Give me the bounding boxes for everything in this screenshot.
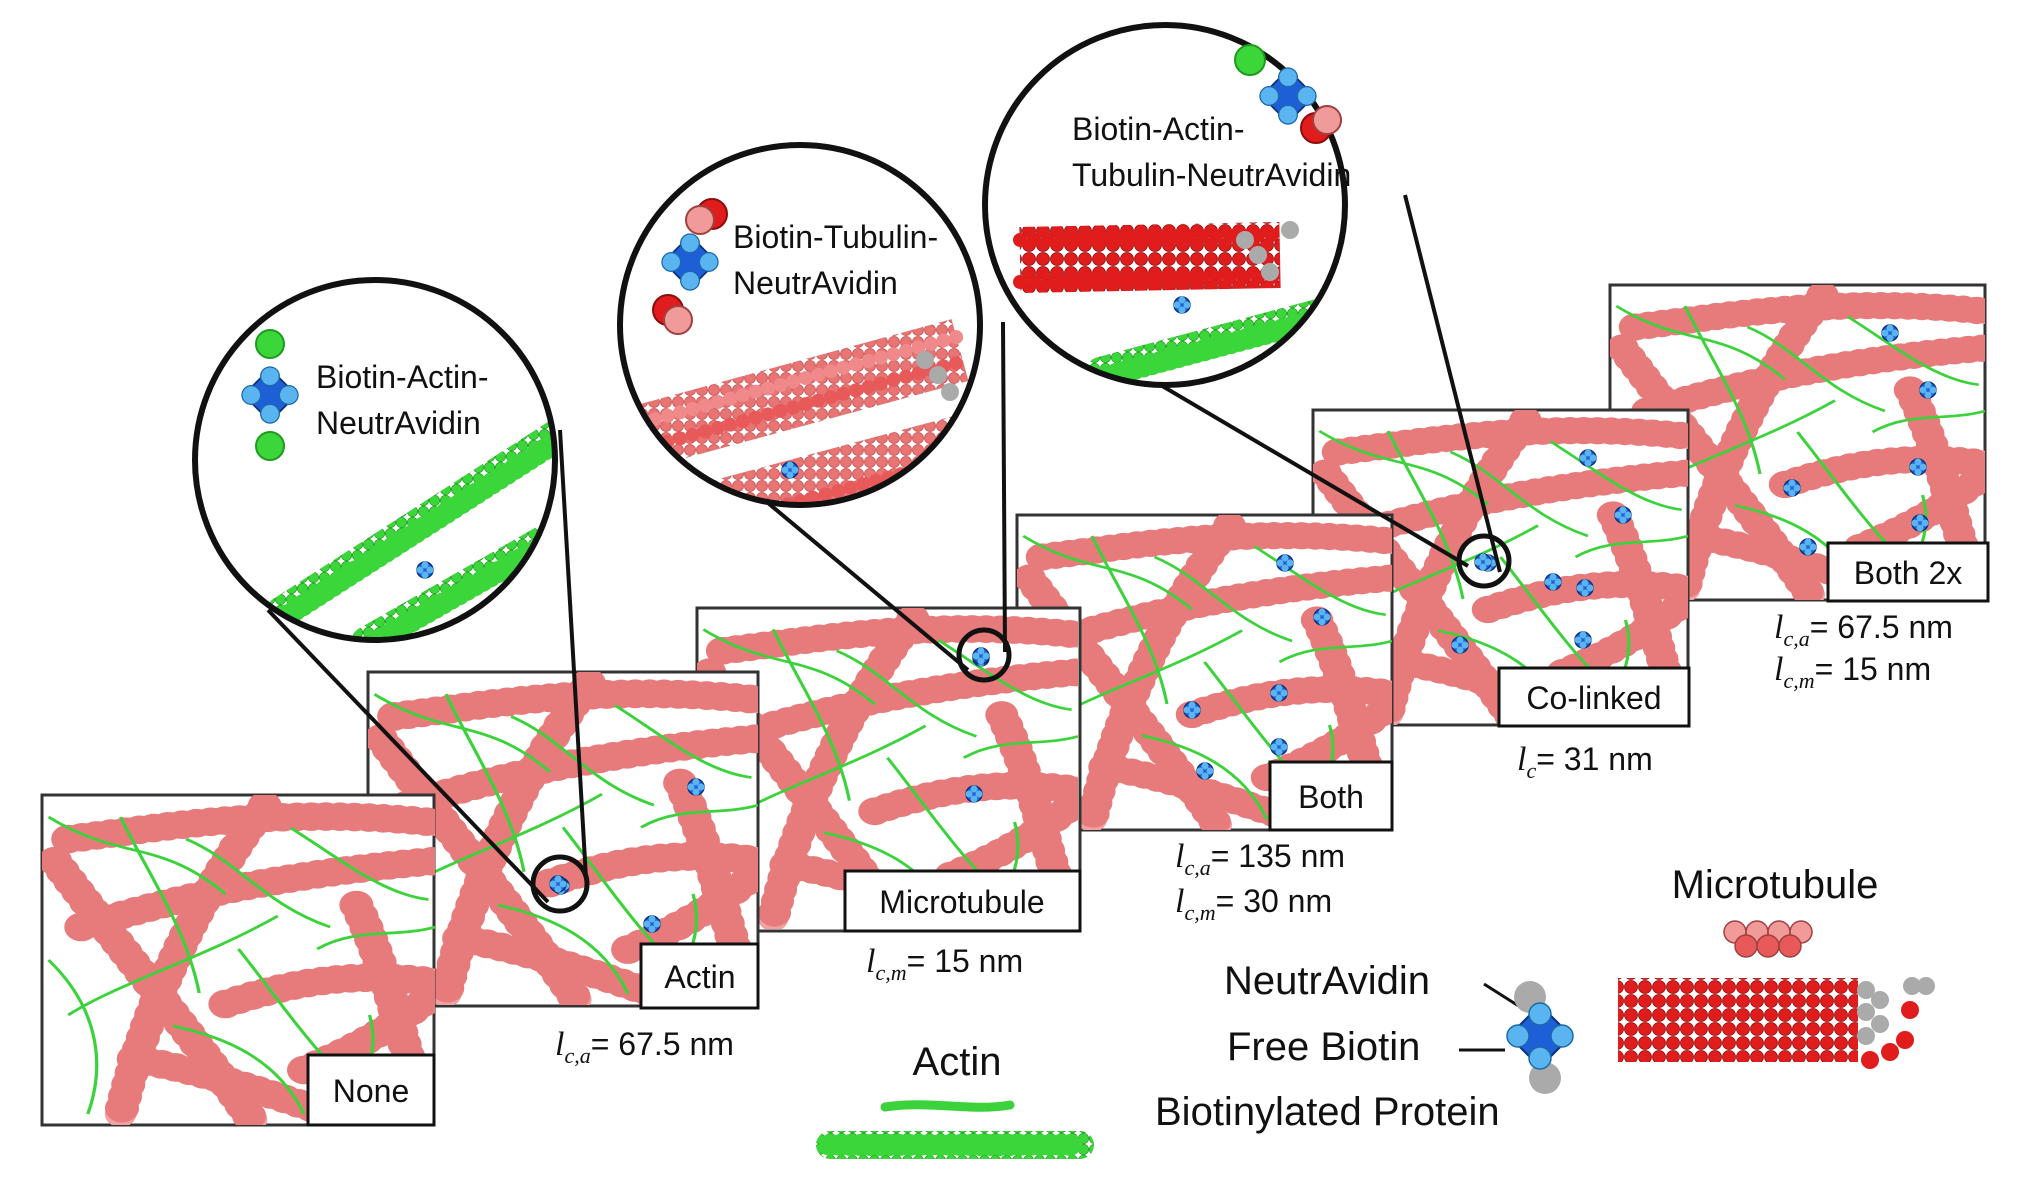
legend-biotinylated-protein-label: Biotinylated Protein [1155, 1090, 1500, 1134]
param-both-1: lc,a= 135 nm [1175, 838, 1345, 880]
label-co-linked-box: Co-linked [1497, 666, 1691, 728]
legend-neutravidin-label: NeutrAvidin [1224, 959, 1430, 1003]
zoom-biotin-actin-tubulin-neutravidin: Biotin-Actin- Tubulin-NeutrAvidin [982, 22, 1351, 388]
zoom-target-actin [530, 854, 590, 914]
params-microtubule: lc,m= 15 nm [866, 943, 1023, 985]
label-both: Both [1298, 779, 1364, 815]
zoom-biotin-actin-neutravidin: Biotin-Actin- NeutrAvidin [192, 277, 558, 643]
params-co-linked: lc= 31 nm [1517, 741, 1653, 783]
params-both-2x: lc,a= 67.5 nm lc,m= 15 nm [1774, 609, 1953, 693]
label-both-box: Both [1268, 760, 1394, 832]
legend: Actin NeutrAvidin Free Biotin Biotinylat… [816, 863, 1935, 1159]
param-both-2x-1: lc,a= 67.5 nm [1774, 609, 1953, 651]
zoom3-line1: Biotin-Actin- [1072, 111, 1245, 147]
params-both: lc,a= 135 nm lc,m= 30 nm [1175, 838, 1345, 925]
legend-microtubule-label: Microtubule [1672, 863, 1879, 907]
zoom2-line2: NeutrAvidin [733, 265, 898, 301]
label-actin: Actin [664, 959, 735, 995]
param-actin-1: lc,a= 67.5 nm [555, 1026, 734, 1068]
zoom-target-co-linked [1456, 533, 1512, 589]
label-actin-box: Actin [639, 942, 760, 1010]
legend-actin-label: Actin [913, 1040, 1002, 1084]
label-both-2x: Both 2x [1854, 555, 1963, 591]
zoom3-line2: Tubulin-NeutrAvidin [1072, 157, 1351, 193]
legend-microtubule-ring [1723, 920, 1813, 958]
params-actin: lc,a= 67.5 nm [555, 1026, 734, 1068]
zoom-target-microtubule [956, 627, 1012, 683]
zoom-biotin-tubulin-neutravidin: Biotin-Tubulin- NeutrAvidin [617, 142, 983, 508]
param-microtubule-1: lc,m= 15 nm [866, 943, 1023, 985]
param-co-linked-1: lc= 31 nm [1517, 741, 1653, 783]
param-both-2: lc,m= 30 nm [1175, 883, 1332, 925]
label-microtubule-box: Microtubule [843, 869, 1082, 933]
panel-none: None [40, 793, 436, 1127]
zoom1-line1: Biotin-Actin- [316, 359, 489, 395]
legend-biotinylated-protein-icon [1529, 1062, 1561, 1094]
legend-actin-line [880, 1100, 1015, 1112]
label-both-2x-box: Both 2x [1826, 541, 1990, 603]
label-none-box: None [306, 1053, 436, 1127]
label-co-linked: Co-linked [1526, 680, 1661, 716]
legend-neutravidin-icon [1506, 1002, 1574, 1070]
zoom2-line1: Biotin-Tubulin- [733, 219, 938, 255]
legend-microtubule-filament [1618, 977, 1935, 1069]
label-microtubule: Microtubule [879, 884, 1044, 920]
label-none: None [333, 1073, 410, 1109]
param-both-2x-2: lc,m= 15 nm [1774, 651, 1931, 693]
panel-microtubule: Microtubule [695, 606, 1082, 933]
legend-free-biotin-label: Free Biotin [1227, 1025, 1420, 1069]
zoom1-line2: NeutrAvidin [316, 405, 481, 441]
